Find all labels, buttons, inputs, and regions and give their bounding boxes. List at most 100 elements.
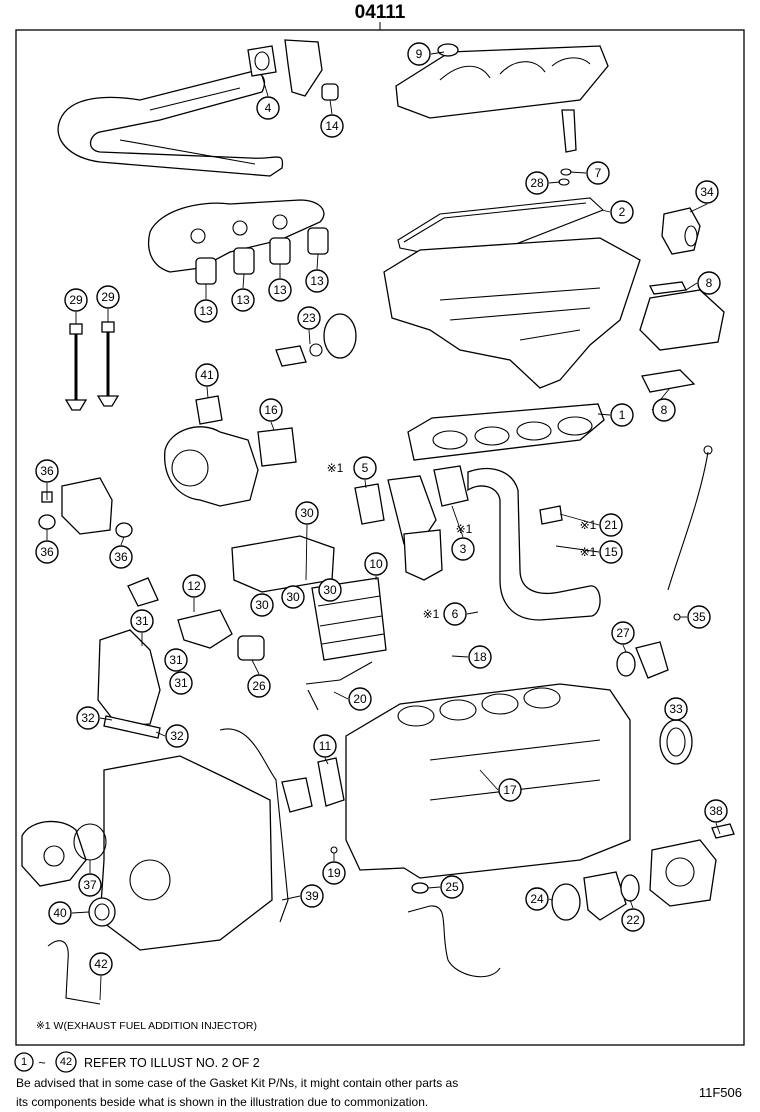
callout-number: 8 xyxy=(706,276,713,290)
part-callout-24: 24 xyxy=(525,887,549,911)
asterisk-mark: ※1 xyxy=(580,545,597,559)
callout-number: 8 xyxy=(661,403,668,417)
part-callout-31: 31 xyxy=(130,609,154,633)
part-callout-33: 33 xyxy=(664,697,688,721)
part-callout-13: 13 xyxy=(268,278,292,302)
callout-number: 40 xyxy=(53,906,67,920)
callout-number: 4 xyxy=(265,101,272,115)
part-callout-29: 29 xyxy=(64,288,88,312)
range-separator: ~ xyxy=(38,1056,45,1070)
leader-lines xyxy=(46,51,721,1001)
callout-number: 31 xyxy=(174,676,188,690)
reference-line: 1 ~ 42 REFER TO ILLUST NO. 2 OF 2 xyxy=(14,1051,260,1073)
callout-number: 39 xyxy=(305,889,319,903)
part-callout-13: 13 xyxy=(194,299,218,323)
callout-number: 30 xyxy=(255,598,269,612)
callout-number: 23 xyxy=(302,311,316,325)
callout-number: 38 xyxy=(709,804,723,818)
range-start-label: 1 xyxy=(21,1056,27,1068)
callout-number: 37 xyxy=(83,878,97,892)
part-callout-20: 20 xyxy=(348,687,372,711)
callout-number: 32 xyxy=(170,729,184,743)
part-callouts: 1234567889101112131313131415161718192021… xyxy=(35,42,728,976)
asterisk-marks: ※1 ※1 ※1 ※1 ※1 xyxy=(327,461,597,621)
part-callout-27: 27 xyxy=(611,621,635,645)
asterisk-mark: ※1 xyxy=(580,518,597,532)
part-callout-29: 29 xyxy=(96,285,120,309)
part-callout-36: 36 xyxy=(35,540,59,564)
callout-number: 13 xyxy=(310,274,324,288)
part-callout-31: 31 xyxy=(169,671,193,695)
refer-text: REFER TO ILLUST NO. 2 OF 2 xyxy=(84,1056,260,1070)
advise-line-1: Be advised that in some case of the Gask… xyxy=(16,1076,458,1090)
part-callout-30: 30 xyxy=(295,501,319,525)
callout-number: 28 xyxy=(530,176,544,190)
callout-number: 32 xyxy=(81,711,95,725)
part-callout-36: 36 xyxy=(35,459,59,483)
part-callout-15: 15 xyxy=(599,540,623,564)
part-callout-3: 3 xyxy=(451,537,475,561)
diagram-title: 04111 xyxy=(355,2,406,23)
asterisk-mark: ※1 xyxy=(456,522,473,536)
callout-number: 11 xyxy=(319,739,332,753)
asterisk-mark: ※1 xyxy=(423,607,440,621)
callout-number: 36 xyxy=(40,545,54,559)
part-callout-23: 23 xyxy=(297,306,321,330)
part-callout-30: 30 xyxy=(318,578,342,602)
illustration-code: 11F506 xyxy=(699,1085,742,1100)
part-callout-26: 26 xyxy=(247,674,271,698)
callout-number: 35 xyxy=(692,610,706,624)
part-callout-10: 10 xyxy=(364,552,388,576)
footnote: ※1 W(EXHAUST FUEL ADDITION INJECTOR) xyxy=(36,1020,257,1032)
part-callout-31: 31 xyxy=(164,648,188,672)
callout-number: 41 xyxy=(200,368,214,382)
part-callout-17: 17 xyxy=(498,778,522,802)
part-callout-21: 21 xyxy=(599,513,623,537)
part-callout-8: 8 xyxy=(652,398,676,422)
parts-artwork xyxy=(21,39,735,1005)
part-callout-30: 30 xyxy=(250,593,274,617)
callout-number: 26 xyxy=(252,679,266,693)
part-callout-13: 13 xyxy=(305,269,329,293)
advise-line-2: its components beside what is shown in t… xyxy=(16,1095,428,1109)
callout-number: 42 xyxy=(94,957,108,971)
callout-number: 29 xyxy=(101,290,115,304)
part-callout-37: 37 xyxy=(78,873,102,897)
asterisk-mark: ※1 xyxy=(327,461,344,475)
part-callout-39: 39 xyxy=(300,884,324,908)
callout-number: 30 xyxy=(286,590,300,604)
part-callout-8: 8 xyxy=(697,271,721,295)
callout-number: 33 xyxy=(669,702,683,716)
part-callout-4: 4 xyxy=(256,96,280,120)
callout-number: 13 xyxy=(236,293,250,307)
part-callout-1: 1 xyxy=(610,403,634,427)
part-callout-38: 38 xyxy=(704,799,728,823)
part-callout-6: 6 xyxy=(443,602,467,626)
part-callout-28: 28 xyxy=(525,171,549,195)
part-callout-42: 42 xyxy=(89,952,113,976)
callout-number: 14 xyxy=(325,119,339,133)
callout-number: 7 xyxy=(595,166,602,180)
callout-number: 21 xyxy=(604,518,618,532)
callout-number: 18 xyxy=(473,650,487,664)
callout-number: 12 xyxy=(187,579,201,593)
callout-number: 13 xyxy=(199,304,213,318)
part-callout-34: 34 xyxy=(695,180,719,204)
part-callout-18: 18 xyxy=(468,645,492,669)
part-callout-40: 40 xyxy=(48,901,72,925)
callout-number: 30 xyxy=(323,583,337,597)
callout-number: 29 xyxy=(69,293,83,307)
part-callout-11: 11 xyxy=(313,734,337,758)
part-callout-5: 5 xyxy=(353,456,377,480)
callout-number: 16 xyxy=(264,403,278,417)
part-callout-2: 2 xyxy=(610,200,634,224)
callout-number: 34 xyxy=(700,185,714,199)
diagram-frame xyxy=(15,29,745,1046)
callout-number: 6 xyxy=(452,607,459,621)
part-callout-9: 9 xyxy=(407,42,431,66)
part-callout-16: 16 xyxy=(259,398,283,422)
callout-number: 25 xyxy=(445,880,459,894)
callout-number: 5 xyxy=(362,461,369,475)
part-callout-25: 25 xyxy=(440,875,464,899)
range-end-label: 42 xyxy=(60,1056,72,1068)
